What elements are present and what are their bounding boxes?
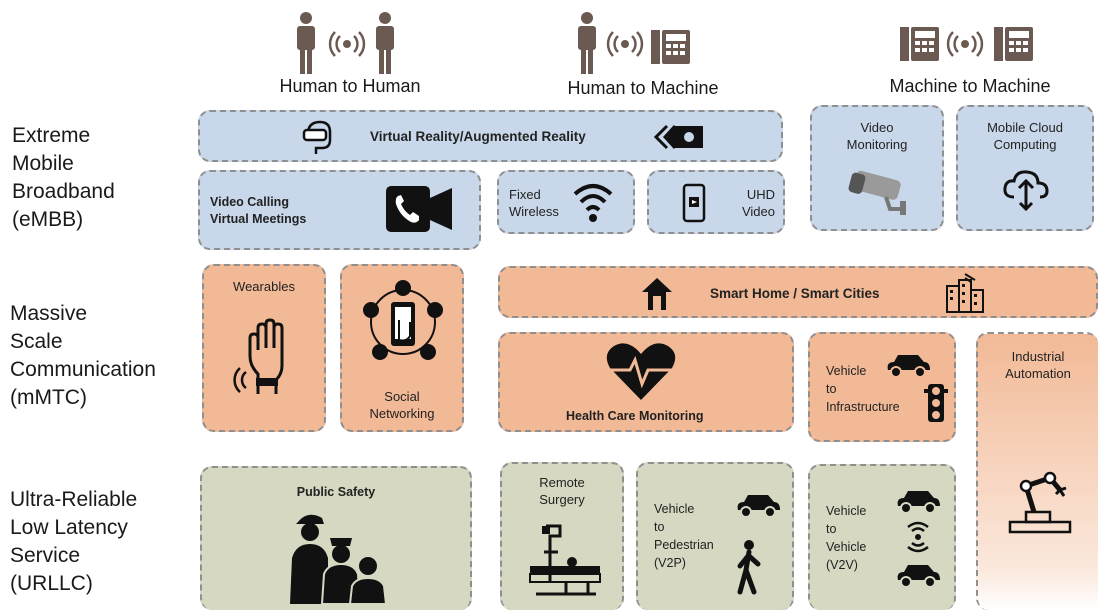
vr-headset-icon: [302, 120, 332, 154]
machine-icon: [900, 27, 939, 61]
box-label-mobile-cloud: Mobile Cloud Computing: [987, 120, 1063, 152]
surgery-robot-icon: [529, 524, 601, 596]
box-video-calling: Video Calling Virtual Meetings: [198, 170, 481, 250]
box-public-safety: Public Safety: [200, 466, 472, 610]
wireless-signal-icon: [907, 521, 929, 553]
wearable-hand-icon: [233, 318, 284, 394]
box-label-vr: Virtual Reality/Augmented Reality: [370, 129, 586, 144]
box-vehicle-to-infrastructure: Vehicle to Infrastructure: [808, 332, 956, 442]
person-icon: [297, 12, 315, 74]
box-vehicle-to-pedestrian: Vehicle to Pedestrian (V2P): [636, 462, 794, 610]
box-label-social-networking: Social Networking: [369, 389, 435, 421]
car-icon: [897, 491, 940, 514]
cloud-icon: [1003, 170, 1049, 212]
pedestrian-icon: [737, 540, 761, 595]
car-icon: [897, 565, 940, 588]
box-label-public-safety: Public Safety: [296, 485, 376, 499]
box-video-monitoring: Video Monitoring: [810, 105, 944, 231]
box-vehicle-to-vehicle: Vehicle to Vehicle (V2V): [808, 464, 956, 610]
phone-video-icon: [682, 183, 706, 223]
category-human-to-human: Human to Human: [279, 76, 421, 96]
box-remote-surgery: Remote Surgery: [500, 462, 624, 610]
security-camera-icon: [848, 170, 906, 215]
heart-monitor-icon: [606, 343, 676, 400]
car-icon: [887, 355, 930, 378]
row-label-urllc: Ultra-Reliable Low Latency Service (URLL…: [10, 488, 138, 595]
box-label-wearables: Wearables: [233, 279, 295, 294]
box-label-video-monitoring: Video Monitoring: [846, 120, 908, 152]
box-label-uhd-video: UHD Video: [741, 187, 775, 219]
person-icon: [578, 12, 596, 74]
box-label-remote-surgery: Remote Surgery: [539, 475, 585, 507]
wireless-signal-icon: [946, 31, 984, 57]
box-wearables: Wearables: [202, 264, 326, 432]
traffic-light-icon: [924, 384, 948, 422]
ar-tag-icon: [653, 124, 703, 150]
row-label-embb: Extreme Mobile Broadband (eMBB): [12, 124, 115, 231]
first-responders-icon: [290, 514, 388, 605]
video-call-icon: [386, 186, 452, 232]
box-label-health-care: Health Care Monitoring: [566, 409, 704, 423]
row-label-mmtc: Massive Scale Communication (mMTC): [10, 302, 156, 409]
wireless-signal-icon: [328, 31, 366, 57]
machine-icon: [994, 27, 1033, 61]
box-health-care: Health Care Monitoring: [498, 332, 794, 432]
box-social-networking: Social Networking: [340, 264, 464, 432]
box-label-v2p: Vehicle to Pedestrian (V2P): [654, 502, 714, 570]
box-industrial-automation: Industrial Automation: [976, 332, 1098, 610]
box-smart-home: Smart Home / Smart Cities: [498, 266, 1098, 318]
box-label-v2i: Vehicle to Infrastructure: [826, 364, 900, 414]
smart-home-icon: [642, 278, 672, 310]
wireless-signal-icon: [606, 31, 644, 57]
box-mobile-cloud-computing: Mobile Cloud Computing: [956, 105, 1094, 231]
box-label-fixed-wireless: Fixed Wireless: [509, 187, 559, 219]
robot-arm-icon: [1008, 471, 1072, 534]
smart-city-icon: [946, 273, 984, 313]
box-label-v2v: Vehicle to Vehicle (V2V): [826, 504, 867, 572]
machine-icon: [651, 30, 690, 64]
category-machine-to-machine: Machine to Machine: [889, 76, 1051, 96]
social-network-icon: [363, 280, 443, 360]
box-label-industrial-automation: Industrial Automation: [1005, 349, 1071, 381]
car-icon: [737, 495, 780, 518]
box-label-smart-home: Smart Home / Smart Cities: [710, 286, 880, 301]
box-uhd-video: UHD Video: [647, 170, 785, 234]
box-virtual-reality: Virtual Reality/Augmented Reality: [198, 110, 783, 162]
box-label-video-calling: Video Calling Virtual Meetings: [210, 195, 307, 226]
category-human-to-machine: Human to Machine: [567, 78, 719, 98]
wifi-icon: [573, 184, 613, 222]
box-fixed-wireless: Fixed Wireless: [497, 170, 635, 234]
person-icon: [376, 12, 394, 74]
